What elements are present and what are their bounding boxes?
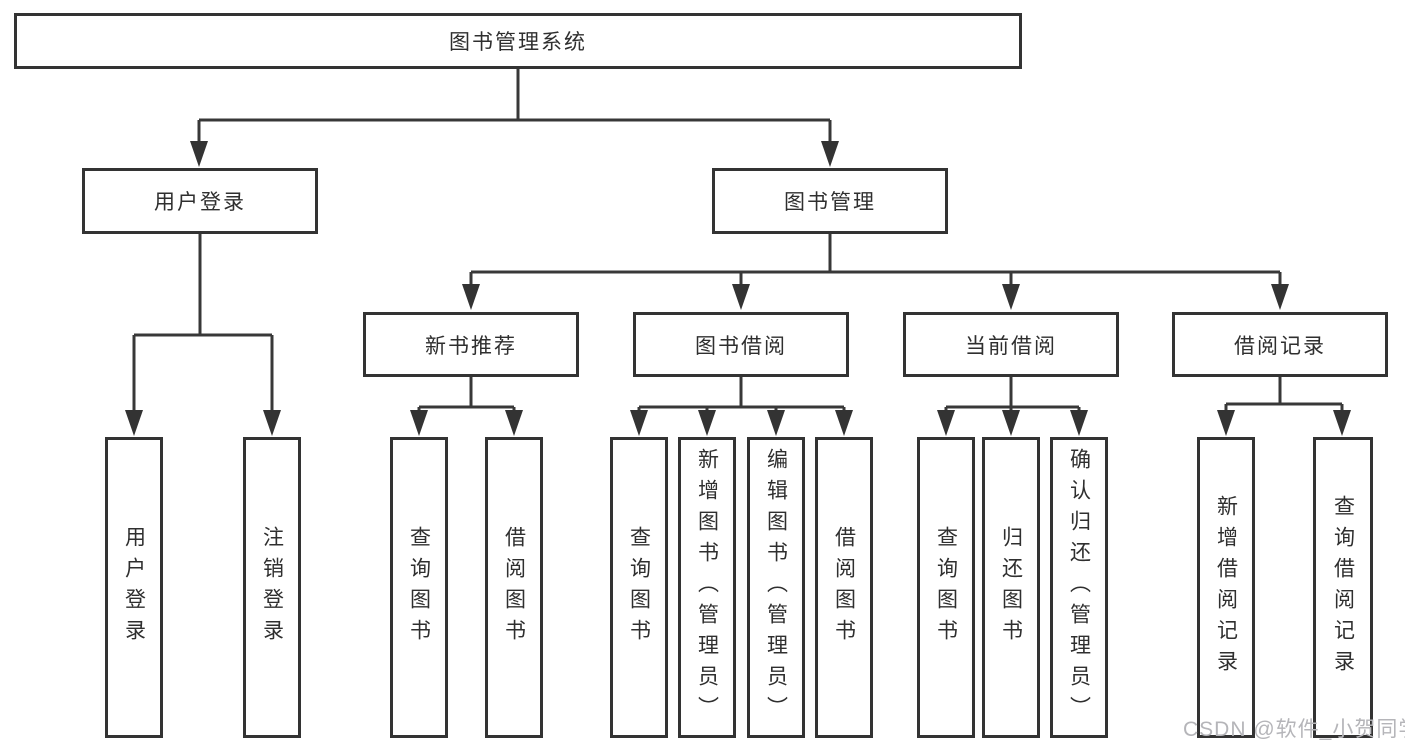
- leaf-label: 新增图书（管理员）: [695, 448, 719, 727]
- leaf-label: 查询图书: [407, 525, 431, 650]
- node-book-management: 图书管理: [712, 168, 948, 234]
- node-label: 图书借阅: [695, 334, 787, 358]
- leaf-query-book-recommend: 查询图书: [390, 437, 448, 738]
- leaf-logout: 注销登录: [243, 437, 301, 738]
- arrowheads: [125, 141, 1351, 436]
- leaf-return-book: 归还图书: [982, 437, 1040, 738]
- leaf-borrow-book: 借阅图书: [815, 437, 873, 738]
- node-new-book-recommend: 新书推荐: [363, 312, 579, 377]
- node-label: 借阅记录: [1234, 334, 1326, 358]
- leaf-label: 查询图书: [627, 525, 651, 650]
- leaf-user-login: 用户登录: [105, 437, 163, 738]
- watermark: CSDN @软件_小贺同学: [1183, 718, 1405, 741]
- leaf-label: 查询借阅记录: [1331, 494, 1355, 681]
- leaf-label: 归还图书: [999, 525, 1023, 650]
- node-label: 用户登录: [154, 191, 246, 214]
- node-label: 图书管理系统: [449, 31, 587, 54]
- node-label: 当前借阅: [965, 334, 1057, 358]
- leaf-label: 借阅图书: [502, 525, 526, 650]
- leaf-query-book-borrowing: 查询图书: [610, 437, 668, 738]
- leaf-label: 新增借阅记录: [1214, 494, 1238, 681]
- leaf-label: 查询图书: [934, 525, 958, 650]
- leaf-label: 编辑图书（管理员）: [764, 448, 788, 727]
- leaf-label: 用户登录: [122, 525, 146, 650]
- leaf-query-book-current: 查询图书: [917, 437, 975, 738]
- node-book-borrowing: 图书借阅: [633, 312, 849, 377]
- node-current-borrowing: 当前借阅: [903, 312, 1119, 377]
- leaf-confirm-return-admin: 确认归还（管理员）: [1050, 437, 1108, 738]
- node-borrowing-records: 借阅记录: [1172, 312, 1388, 377]
- node-label: 新书推荐: [425, 334, 517, 358]
- leaf-edit-book-admin: 编辑图书（管理员）: [747, 437, 805, 738]
- node-label: 图书管理: [784, 191, 876, 214]
- node-user-login: 用户登录: [82, 168, 318, 234]
- leaf-add-borrow-record: 新增借阅记录: [1197, 437, 1255, 738]
- leaf-borrow-book-recommend: 借阅图书: [485, 437, 543, 738]
- node-library-management-system: 图书管理系统: [14, 13, 1022, 69]
- leaf-label: 确认归还（管理员）: [1067, 448, 1091, 727]
- leaf-query-borrow-record: 查询借阅记录: [1313, 437, 1373, 738]
- leaf-label: 借阅图书: [832, 525, 856, 650]
- leaf-label: 注销登录: [260, 525, 284, 650]
- leaf-add-book-admin: 新增图书（管理员）: [678, 437, 736, 738]
